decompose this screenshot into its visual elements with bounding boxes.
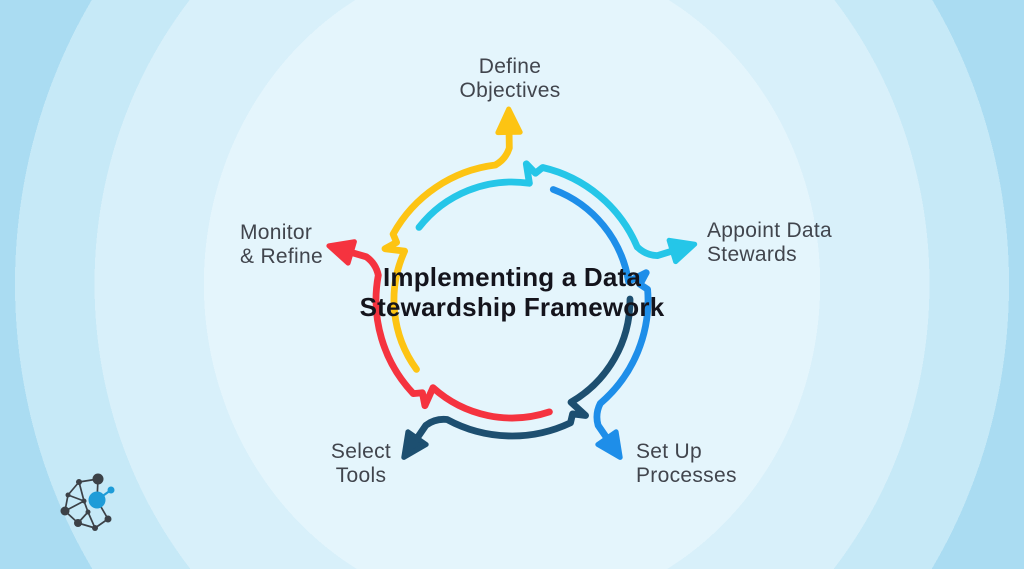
step-label-line: Objectives — [459, 78, 561, 102]
step-label-line: Monitor — [240, 221, 313, 244]
diagram-title-line: Data Stewardship — [359, 262, 642, 322]
logo-node — [85, 509, 91, 515]
step-label-line: Select — [330, 440, 392, 463]
logo-edge — [67, 494, 85, 502]
step-label-line: Stewards — [707, 242, 797, 266]
monitor-refine-arrowhead-icon — [326, 239, 357, 266]
network-logo — [60, 473, 115, 531]
logo-node — [92, 473, 104, 485]
define-objectives-arrow — [381, 130, 513, 373]
step-label-line: Set Up — [636, 440, 702, 463]
monitor-refine-arrow — [349, 249, 553, 422]
step-label-line: & Refine — [240, 244, 323, 268]
diagram-title-line: Framework — [523, 292, 665, 322]
appoint-data-stewards-arrow — [415, 160, 675, 259]
logo-node — [104, 515, 112, 523]
select-tools-arrow — [414, 295, 634, 441]
logo-node — [107, 486, 115, 494]
step-label-line: Appoint Data — [707, 219, 833, 242]
step-label-set-up-processes: Set Up Processes — [636, 440, 737, 487]
step-label-line: Processes — [636, 463, 737, 487]
diagram-title: Implementing a Data Stewardship Framewor… — [342, 262, 682, 322]
step-label-monitor-refine: Monitor & Refine — [240, 221, 323, 268]
appoint-data-stewards-arrowhead-icon — [666, 237, 698, 265]
step-label-select-tools: Select Tools — [281, 440, 441, 487]
step-label-appoint-data-stewards: Appoint Data Stewards — [707, 219, 832, 266]
set-up-processes-arrowhead-icon — [595, 429, 623, 460]
logo-edge — [78, 481, 85, 502]
step-label-define-objectives: Define Objectives — [419, 55, 601, 102]
step-label-line: Define — [478, 55, 542, 78]
logo-node — [65, 492, 71, 498]
logo-node — [74, 519, 82, 527]
diagram-title-line: Implementing a — [382, 262, 577, 292]
set-up-processes-arrow — [549, 186, 652, 441]
logo-node — [88, 491, 106, 509]
logo-node — [81, 498, 87, 504]
logo-node — [60, 506, 70, 516]
select-tools-arrowhead-icon — [401, 429, 429, 460]
define-objectives-arrowhead-icon — [495, 106, 523, 136]
logo-node — [92, 525, 98, 531]
logo-node — [76, 479, 82, 485]
step-label-line: Tools — [335, 463, 387, 487]
